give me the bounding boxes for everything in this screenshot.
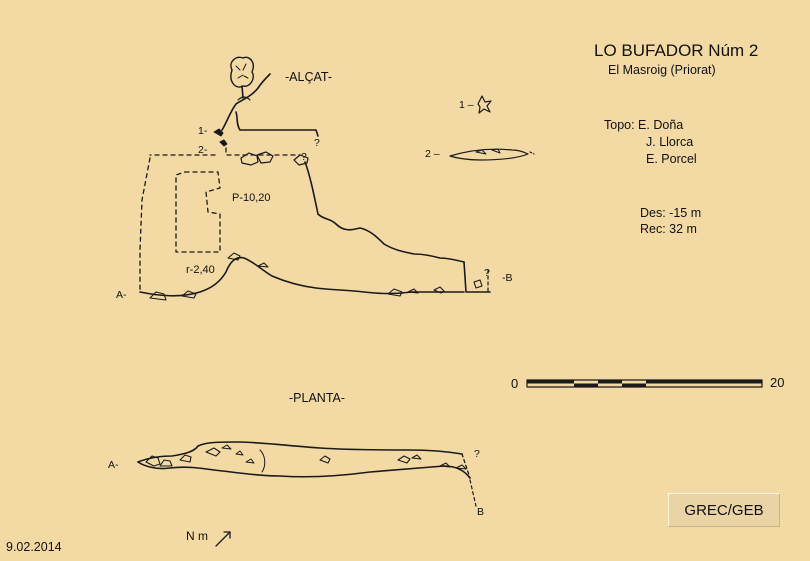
- plan-point-a: A-: [108, 459, 119, 471]
- plan-unknown-mark: ?: [474, 448, 480, 460]
- credit-line-2: J. Llorca: [646, 135, 694, 149]
- unknown-mark-2: ?: [301, 151, 307, 163]
- survey-date: 9.02.2014: [6, 540, 62, 554]
- group-logo-label: GREC/GEB: [668, 493, 780, 527]
- elevation-point-b: -B: [502, 272, 513, 284]
- plan-section: [137, 441, 477, 507]
- entrance-2-label: 2-: [198, 144, 208, 156]
- credit-line-3: E. Porcel: [646, 152, 697, 166]
- plan-heading: -PLANTA-: [289, 391, 346, 405]
- length-value: Rec: 32 m: [640, 222, 697, 236]
- survey-location: El Masroig (Priorat): [608, 63, 716, 77]
- entrance-detail-1-label: 1 –: [459, 99, 474, 111]
- survey-stats: Des: -15 m Rec: 32 m: [640, 205, 701, 237]
- plan-point-b: B: [477, 506, 485, 518]
- credit-line-1: Topo: E. Doña: [604, 118, 684, 132]
- gallery-floor: [139, 256, 465, 297]
- ramp-label: r-2,40: [186, 264, 215, 276]
- surface-line: [221, 73, 271, 131]
- depth-value: Des: -15 m: [640, 206, 702, 220]
- entrance-details: [449, 95, 535, 161]
- plan-outline-top: [137, 441, 463, 463]
- elevation-section: [139, 56, 491, 301]
- unknown-mark-1: ?: [314, 137, 320, 149]
- plan-outline-bottom: [137, 461, 471, 479]
- north-label: N m: [186, 529, 208, 543]
- gallery-roof: [304, 161, 465, 263]
- unknown-mark-3: ?: [484, 267, 490, 279]
- entrance-1-label: 1-: [198, 125, 208, 137]
- scale-start-label: 0: [511, 376, 519, 391]
- tree-icon: [230, 56, 254, 101]
- survey-title: LO BUFADOR Núm 2: [594, 41, 759, 60]
- survey-credits: Topo: E. Doña J. Llorca E. Porcel: [604, 117, 697, 168]
- scale-bar: [526, 379, 763, 388]
- elevation-point-a: A-: [116, 289, 127, 301]
- entrance-detail-2-label: 2 –: [425, 148, 440, 160]
- elevation-heading: -ALÇAT-: [285, 70, 332, 84]
- north-arrow-icon: [215, 531, 231, 547]
- shaft-label: P-10,20: [232, 192, 271, 204]
- scale-end-label: 20: [770, 375, 785, 390]
